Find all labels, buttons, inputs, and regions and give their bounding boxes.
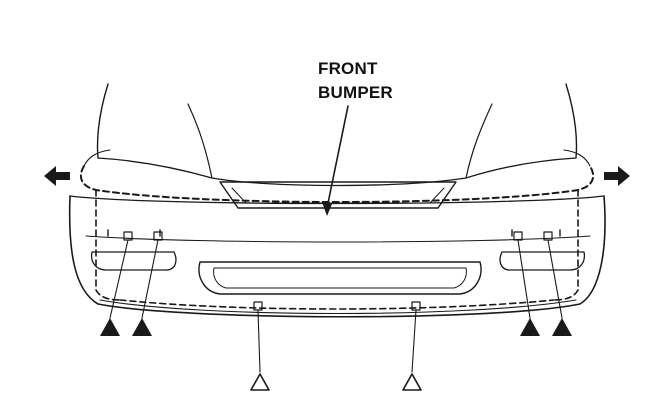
left-hood-edge	[187, 103, 213, 179]
center-air-intake-inner	[213, 267, 467, 289]
bumper-body	[68, 195, 606, 318]
label-leader-arrowhead	[322, 202, 332, 216]
right-clip-1	[513, 231, 523, 241]
filled-triangle-indicators	[100, 239, 572, 336]
leader-bottom-left	[257, 309, 261, 373]
dashed-right-side	[553, 189, 579, 301]
bumper-outer-outline	[68, 195, 606, 318]
label-line-bumper: BUMPER	[318, 83, 393, 102]
label-leader	[322, 105, 349, 216]
left-clip-2	[153, 231, 163, 241]
leader-left-2	[141, 239, 159, 319]
right-fender-line	[565, 83, 578, 159]
label-line-front: FRONT	[318, 59, 378, 78]
leader-right-1	[517, 239, 531, 319]
car-body-outline	[83, 83, 591, 187]
open-triangle-icon-1	[250, 373, 270, 391]
filled-triangle-icon-4	[552, 318, 572, 336]
lower-openings	[90, 251, 586, 295]
center-air-intake	[198, 261, 482, 295]
label-leader-line	[326, 105, 349, 209]
dashed-left-side	[95, 189, 121, 301]
grille-outline	[219, 181, 457, 209]
filled-triangle-icon-1	[100, 318, 120, 336]
dashed-upper-mount	[79, 165, 595, 203]
hidden-mounting-lines	[79, 165, 595, 310]
left-outward-arrow-icon	[44, 166, 70, 186]
dashed-lower-mount	[119, 299, 555, 310]
front-bumper-label: FRONT BUMPER	[318, 57, 393, 105]
dashed-left-bracket	[107, 225, 161, 237]
removal-arrows	[44, 166, 630, 186]
leader-left-1	[109, 239, 129, 319]
left-mirror-line	[83, 149, 111, 167]
left-headlight-top	[97, 157, 213, 179]
left-fog-recess	[90, 251, 177, 271]
open-triangle-indicators	[250, 309, 422, 391]
bumper-crease-line	[85, 235, 591, 243]
fastener-clips	[123, 231, 553, 311]
right-hood-edge	[465, 103, 493, 179]
dashed-right-bracket	[511, 225, 561, 237]
leader-bottom-right	[411, 309, 417, 373]
leader-right-2	[547, 239, 563, 319]
hood-front-edge	[211, 177, 467, 187]
filled-triangle-icon-3	[520, 318, 540, 336]
bottom-clip-right	[411, 301, 421, 311]
left-fender-line	[96, 83, 109, 159]
bumper-lower-lip	[99, 299, 577, 315]
right-headlight-top	[465, 157, 577, 179]
bumper-top-edge	[69, 195, 605, 205]
right-outward-arrow-icon	[604, 166, 630, 186]
open-triangle-icon-2	[402, 373, 422, 391]
filled-triangle-icon-2	[132, 318, 152, 336]
right-mirror-line	[563, 149, 591, 167]
right-fog-recess	[499, 251, 586, 271]
